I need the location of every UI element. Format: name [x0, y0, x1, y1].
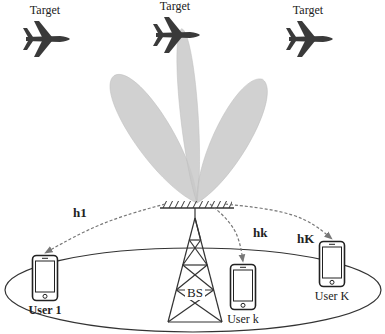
channel-arrow [45, 204, 165, 253]
target-label: Target [30, 4, 60, 19]
channel-label: h1 [72, 206, 88, 220]
airplane-icon [20, 19, 70, 59]
bs-node: BS [150, 204, 240, 300]
phone-icon [31, 254, 59, 302]
phone-icon [229, 263, 257, 311]
airplane-icon [283, 19, 333, 59]
bs-label: BS [185, 286, 205, 300]
channel-arrow [225, 204, 332, 239]
user-node: User K [313, 240, 352, 303]
target-node: Target [18, 4, 72, 59]
user-label: User k [227, 311, 259, 326]
target-node: Target [148, 0, 202, 55]
bs-tower [160, 201, 234, 322]
user-node: User k [225, 263, 261, 326]
user-label: User K [315, 288, 349, 303]
channel-label: hk [252, 226, 268, 240]
user-node: User 1 [27, 254, 64, 317]
channel-arrow [210, 204, 243, 262]
target-label: Target [293, 4, 323, 19]
user-label: User 1 [29, 302, 62, 317]
target-node: Target [281, 4, 335, 59]
channel-label: hK [296, 232, 315, 246]
target-label: Target [160, 0, 190, 15]
beam-lobes [98, 28, 279, 214]
airplane-icon [150, 15, 200, 55]
phone-icon [318, 240, 346, 288]
